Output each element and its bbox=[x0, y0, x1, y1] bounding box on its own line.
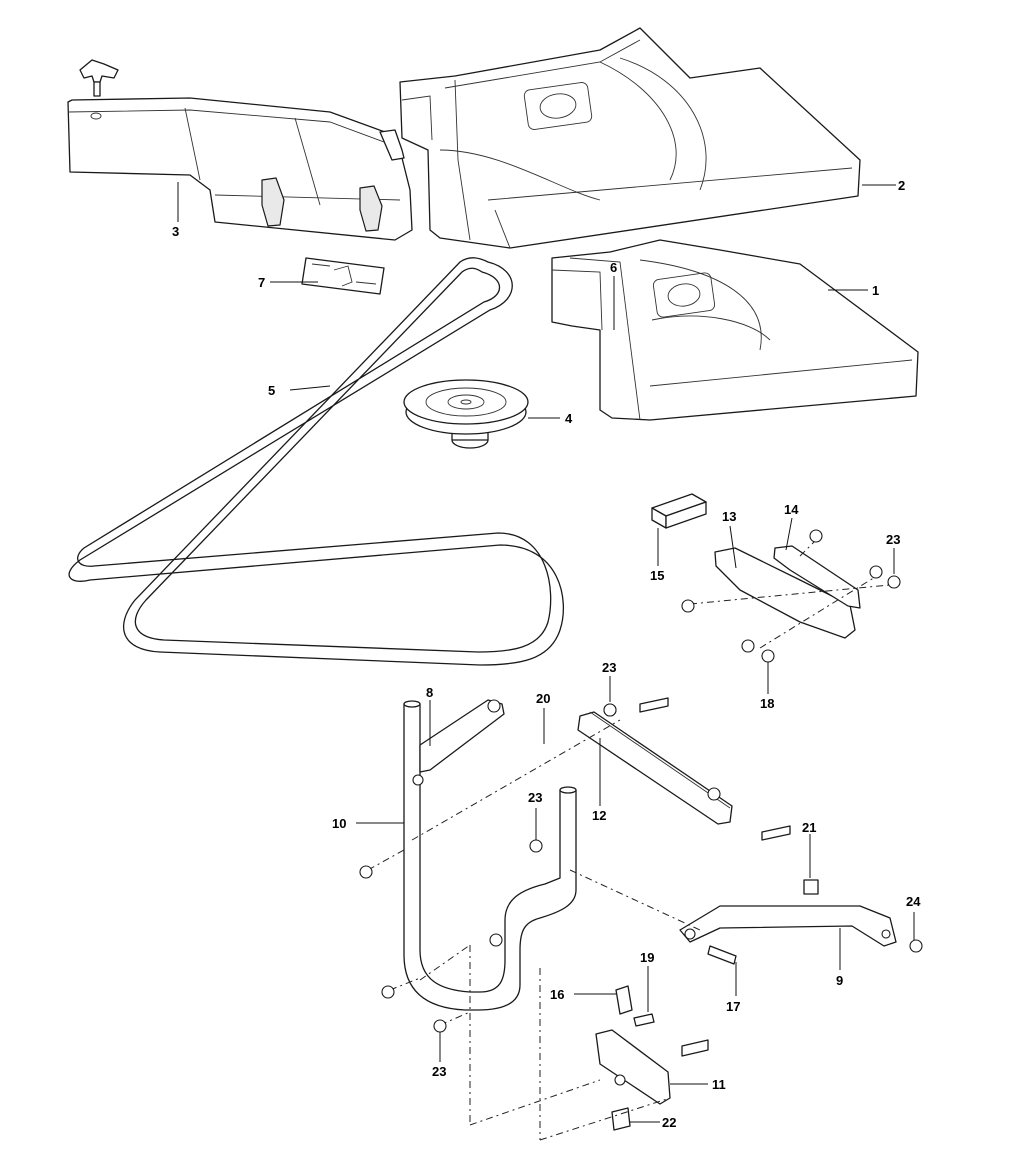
part-15-block bbox=[651, 493, 707, 529]
assembly-dash-lines bbox=[359, 703, 701, 1141]
part-2-rear-cover bbox=[399, 27, 861, 249]
callout-23-tube: 23 bbox=[528, 790, 542, 805]
callout-3: 3 bbox=[172, 224, 179, 239]
callout-1: 1 bbox=[872, 283, 879, 298]
callout-4: 4 bbox=[565, 411, 573, 426]
callout-9: 9 bbox=[836, 973, 843, 988]
part-1-front-cover bbox=[551, 239, 919, 421]
callout-11: 11 bbox=[712, 1077, 726, 1092]
warning-decal-icon bbox=[301, 257, 385, 295]
callout-22: 22 bbox=[662, 1115, 676, 1130]
callout-8: 8 bbox=[426, 685, 433, 700]
part-9-lower-arm bbox=[679, 879, 923, 965]
callout-2: 2 bbox=[898, 178, 905, 193]
callout-5: 5 bbox=[268, 383, 275, 398]
callout-16: 16 bbox=[550, 987, 564, 1002]
leader-lines bbox=[177, 182, 915, 1123]
knob-icon bbox=[79, 59, 119, 97]
part-13-14-bracket-assembly bbox=[681, 529, 901, 663]
callout-23-rail: 23 bbox=[602, 660, 616, 675]
part-5-belt bbox=[68, 257, 565, 666]
part-3-left-cover bbox=[67, 59, 413, 241]
callout-20: 20 bbox=[536, 691, 550, 706]
callout-6: 6 bbox=[610, 260, 617, 275]
part-8-arm bbox=[412, 699, 505, 786]
callout-23-lower: 23 bbox=[432, 1064, 446, 1079]
callout-13: 13 bbox=[722, 509, 736, 524]
part-11-plate bbox=[595, 985, 709, 1131]
callout-10: 10 bbox=[332, 816, 346, 831]
callout-21: 21 bbox=[802, 820, 816, 835]
callout-14: 14 bbox=[784, 502, 799, 517]
callout-23-upper-right: 23 bbox=[886, 532, 900, 547]
callout-7: 7 bbox=[258, 275, 265, 290]
callout-24: 24 bbox=[906, 894, 921, 909]
part-12-rail bbox=[577, 697, 791, 841]
callout-12: 12 bbox=[592, 808, 606, 823]
callout-18: 18 bbox=[760, 696, 774, 711]
callout-19: 19 bbox=[640, 950, 654, 965]
callout-17: 17 bbox=[726, 999, 740, 1014]
callout-15: 15 bbox=[650, 568, 664, 583]
pulley-icon bbox=[403, 379, 529, 449]
callout-labels: 1 2 3 4 5 6 7 8 9 10 11 12 13 14 15 16 1… bbox=[172, 178, 921, 1130]
